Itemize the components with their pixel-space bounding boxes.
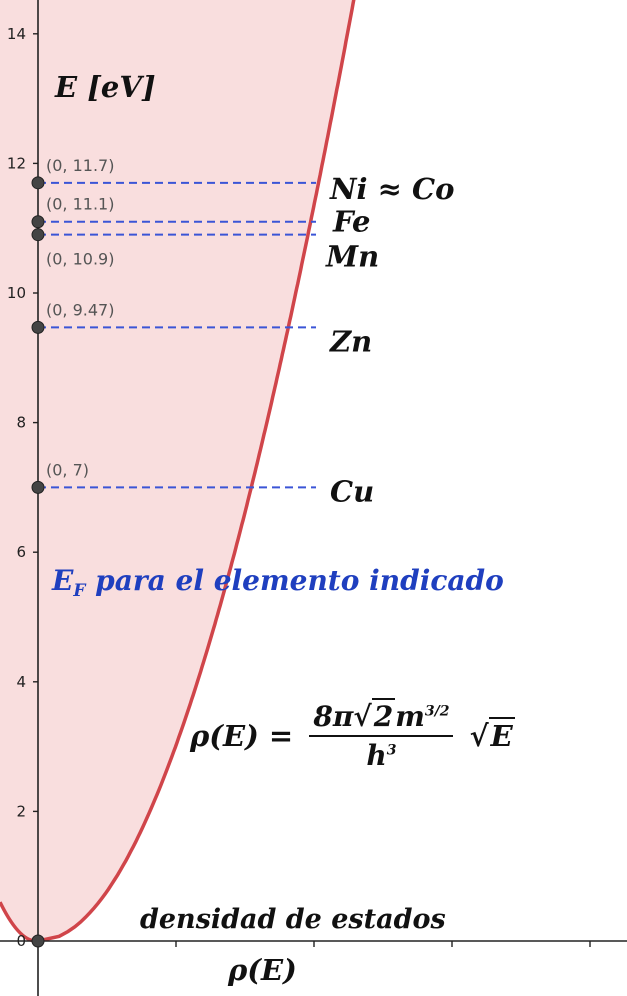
y-tick-label-14: 14 [7,25,26,43]
x-caption: densidad de estados [140,904,446,935]
point-label-1: (0, 11.1) [46,195,114,214]
element-label-1: Fe [332,205,370,239]
fermi-annotation: EF para el elemento indicado [51,564,504,601]
element-label-2: Mn [325,240,379,274]
fermi-annotation-sub: F [72,581,87,601]
y-tick-label-0: 0 [16,932,26,950]
fermi-annotation-main: E [51,564,74,597]
y-axis-title: E [eV] [54,70,156,104]
dos-curve [0,0,356,943]
y-tick-label-4: 4 [16,673,26,691]
point-label-4: (0, 7) [46,460,89,479]
element-label-3: Zn [329,324,372,358]
data-points [31,176,45,948]
data-point-5 [31,934,45,948]
formula-rhs: √E [469,717,515,753]
y-tick-label-8: 8 [16,414,26,432]
point-label-0: (0, 11.7) [46,156,114,175]
point-label-2: (0, 10.9) [46,250,114,269]
y-tick-label-10: 10 [7,284,26,302]
data-point-4 [31,480,45,494]
element-label-0: Ni ≈ Co [329,172,454,206]
y-tick-label-6: 6 [16,543,26,561]
data-point-3 [31,320,45,334]
dashed-lines [38,181,316,489]
labels-layer: (0, 11.7) Ni ≈ Co (0, 11.1) Fe (0, 10.9) Mn (0… [46,156,454,509]
data-point-0 [31,176,45,190]
y-tick-label-2: 2 [16,802,26,820]
y-tick-label-12: 12 [7,154,26,172]
formula-fraction: 8π√2m3/2 h3 [309,698,454,772]
point-label-3: (0, 9.47) [46,300,114,319]
element-label-4: Cu [330,474,374,508]
formula-lhs: ρ(E) = [190,719,294,753]
dos-formula: ρ(E) = 8π√2m3/2 h3 √E [190,698,515,772]
formula-denominator: h3 [366,739,397,772]
data-point-1 [31,215,45,229]
fermi-annotation-rest: para el elemento indicado [85,564,503,597]
formula-numerator: 8π√2m3/2 [309,698,454,737]
x-axis-title: ρ(E) [227,953,297,987]
data-point-2 [31,228,45,242]
